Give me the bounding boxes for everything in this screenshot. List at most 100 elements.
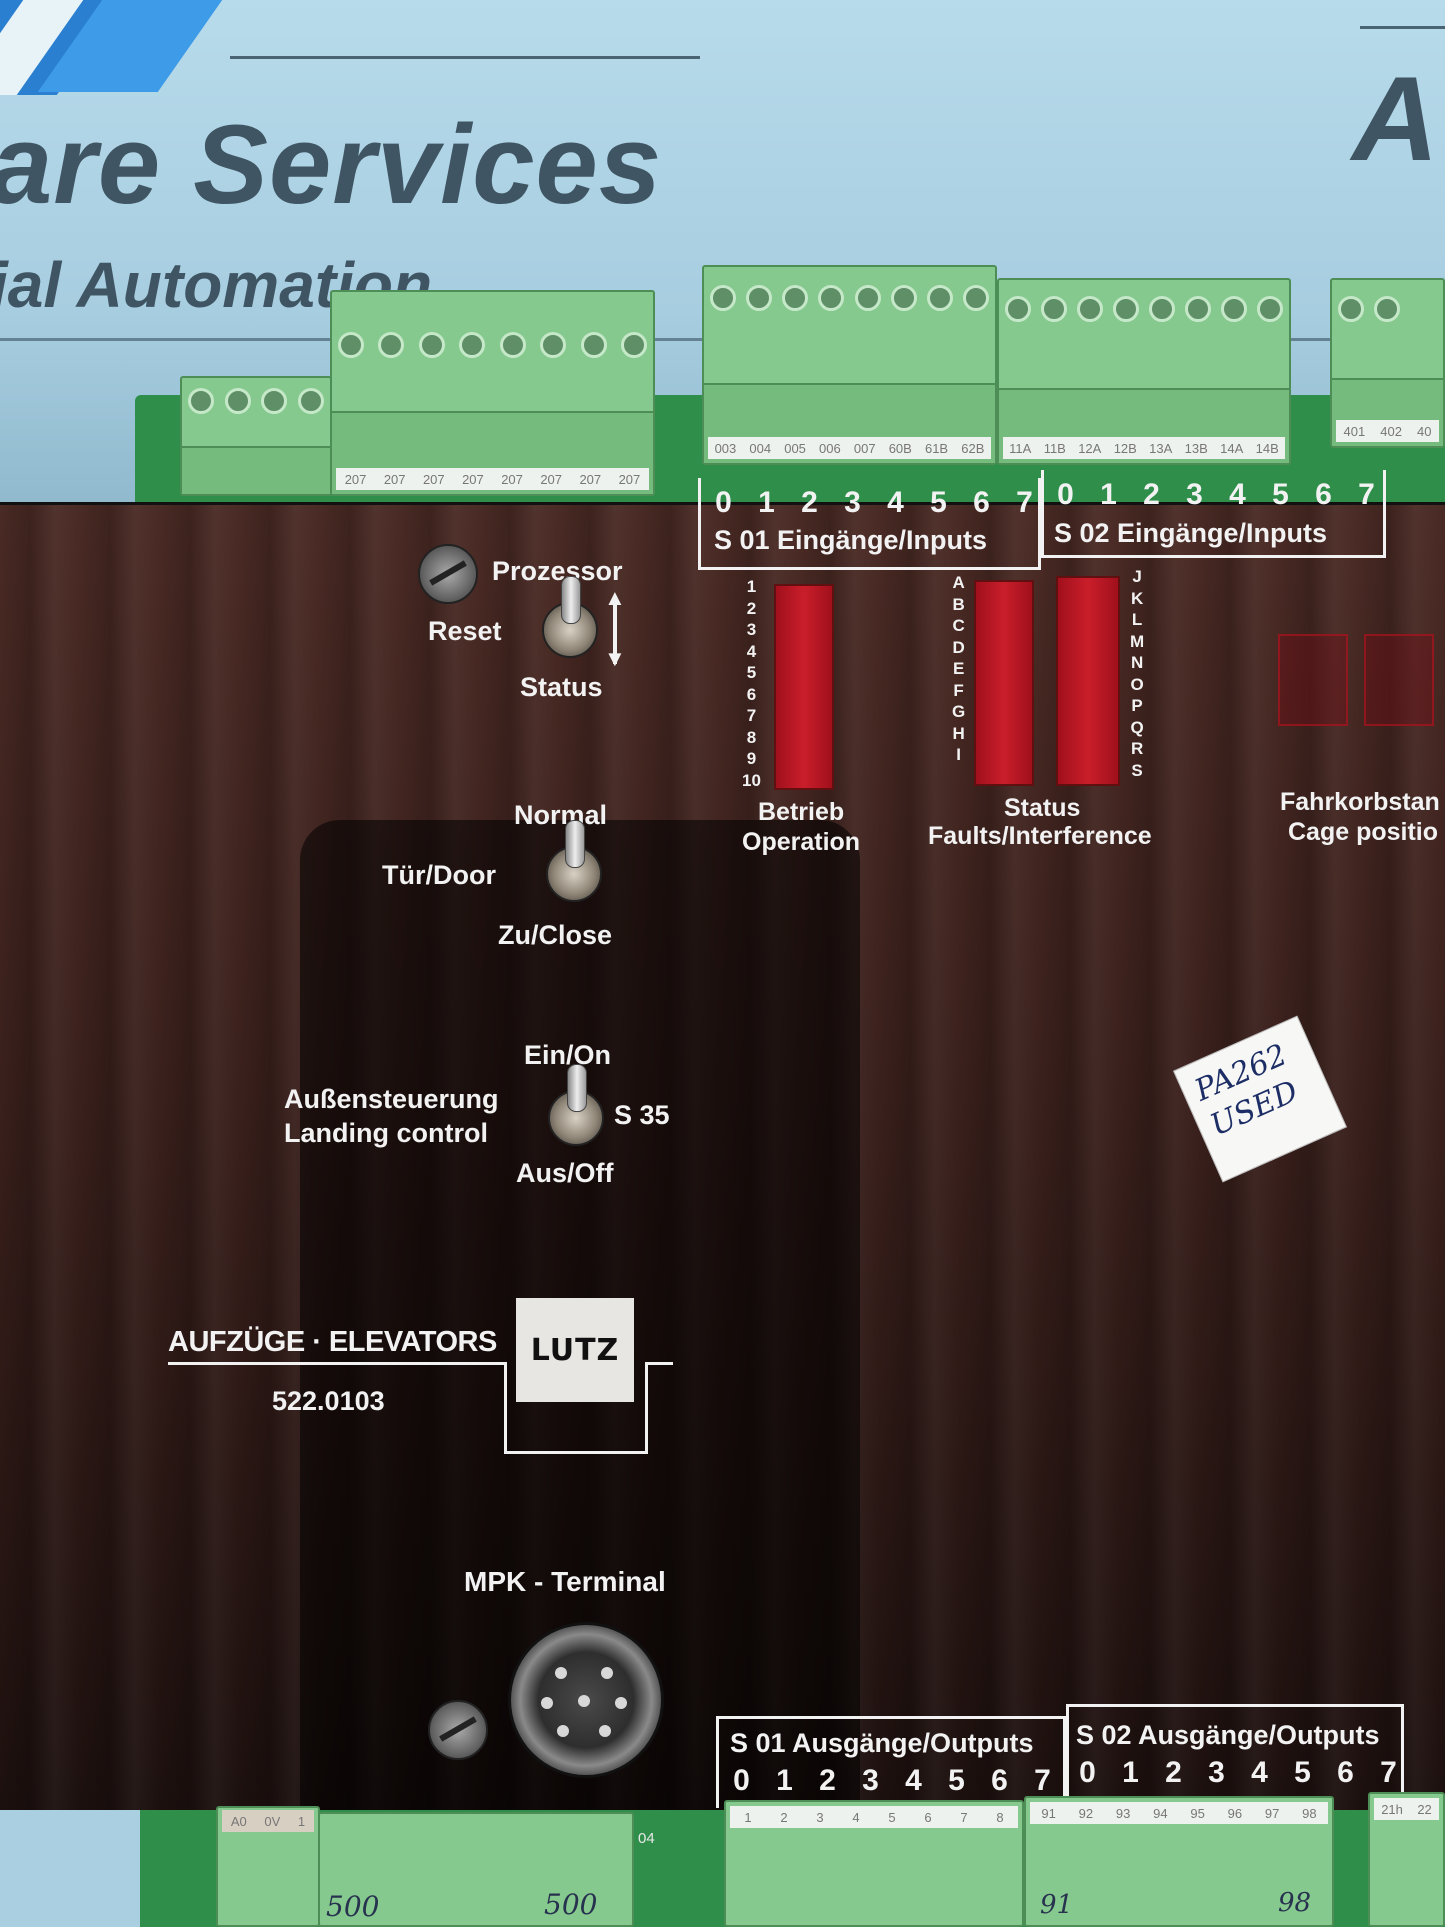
brand-rule-right xyxy=(645,1362,673,1365)
sign-right-letter: A xyxy=(1352,52,1439,186)
mpk-terminal-label: MPK - Terminal xyxy=(464,1566,666,1597)
screw-hole xyxy=(1374,296,1400,322)
landing-switch-label-de: Außensteuerung xyxy=(284,1084,499,1114)
reset-label: Reset xyxy=(428,616,502,646)
terminal-block-small[interactable] xyxy=(180,376,332,496)
cage-position-digit-1 xyxy=(1278,634,1348,726)
connector-pin xyxy=(557,1725,569,1737)
processor-reset-status-toggle[interactable] xyxy=(542,576,598,658)
screw-hole xyxy=(890,285,917,311)
connector-pin xyxy=(541,1697,553,1709)
landing-switch-bottom-label: Aus/Off xyxy=(516,1158,614,1188)
faults-led-bar-left xyxy=(974,580,1034,786)
screw-hole xyxy=(1257,296,1283,322)
screw-hole xyxy=(1113,296,1139,322)
door-switch-top-label: Normal xyxy=(514,800,608,830)
screw-hole xyxy=(297,388,324,414)
screw-hole xyxy=(1149,296,1175,322)
landing-control-toggle-s35[interactable] xyxy=(548,1064,604,1146)
product-label: AUFZÜGE · ELEVATORS xyxy=(168,1326,497,1358)
screw-hole xyxy=(926,285,953,311)
operation-led-bar xyxy=(774,584,834,790)
sign-rule-top-right xyxy=(1360,26,1445,29)
operation-label-de: Betrieb xyxy=(758,798,845,826)
handwritten-98: 98 xyxy=(1278,1888,1312,1918)
connector-pin xyxy=(615,1697,627,1709)
mpk-terminal-connector[interactable] xyxy=(508,1622,664,1778)
inputs-s02-label: S 02 Eingänge/Inputs xyxy=(1054,518,1328,548)
connector-pin xyxy=(578,1695,590,1707)
screw-hole xyxy=(499,332,526,358)
outputs-s01-label: S 01 Ausgänge/Outputs xyxy=(730,1728,1034,1758)
screw-hole xyxy=(1041,296,1067,322)
landing-switch-id: S 35 xyxy=(614,1100,670,1130)
screw-hole xyxy=(620,332,647,358)
arrow-head-down: ▼ xyxy=(604,646,626,671)
connector-pin xyxy=(555,1667,567,1679)
panel-screw xyxy=(428,1700,488,1760)
screw-hole xyxy=(261,388,288,414)
up-down-arrow-icon xyxy=(613,596,617,664)
logo-bracket-bottom xyxy=(504,1451,648,1454)
screw-hole xyxy=(710,285,736,311)
cage-position-label-de: Fahrkorbstan xyxy=(1280,788,1440,816)
screw-hole xyxy=(188,388,214,414)
faults-led-bar-right xyxy=(1056,576,1120,786)
processor-knob[interactable] xyxy=(418,544,478,604)
landing-switch-top-label: Ein/On xyxy=(524,1040,611,1070)
arrow-head-up: ▲ xyxy=(604,585,626,610)
screw-hole xyxy=(962,285,989,311)
screw-hole xyxy=(1185,296,1211,322)
operation-label-en: Operation xyxy=(742,828,861,856)
screw-hole xyxy=(1221,296,1247,322)
status-faults-label-en: Faults/Interference xyxy=(928,822,1152,850)
screw-hole xyxy=(782,285,809,311)
inputs-s01-label: S 01 Eingänge/Inputs xyxy=(714,525,988,555)
screw-hole xyxy=(854,285,881,311)
part-number: 522.0103 xyxy=(272,1386,385,1416)
logo-bracket-right xyxy=(645,1362,648,1454)
screw-hole xyxy=(338,332,364,358)
screw-hole xyxy=(540,332,567,358)
lutz-logo: LUTZ xyxy=(516,1298,634,1402)
handwritten-91: 91 xyxy=(1040,1890,1074,1920)
processor-title: Prozessor xyxy=(492,556,623,586)
outputs-s02-label: S 02 Ausgänge/Outputs xyxy=(1076,1720,1380,1750)
handwritten-500-right: 500 xyxy=(544,1888,598,1921)
screw-hole xyxy=(418,332,445,358)
landing-switch-label-en: Landing control xyxy=(284,1118,488,1148)
cage-position-label-en: Cage positio xyxy=(1288,818,1439,846)
handwritten-500-left: 500 xyxy=(326,1890,380,1923)
connector-pin xyxy=(601,1667,613,1679)
door-toggle-switch[interactable] xyxy=(546,820,602,902)
terminal-block-bottom-500[interactable]: 500 500 xyxy=(318,1812,634,1927)
cage-position-digit-2 xyxy=(1364,634,1434,726)
brand-rule-left xyxy=(168,1362,504,1365)
sign-rule-top xyxy=(230,56,700,59)
connector-pin xyxy=(599,1725,611,1737)
inputs-s02-frame xyxy=(1041,470,1386,558)
outputs-s02-frame xyxy=(1066,1704,1404,1808)
terminal-marker-04: 04 xyxy=(638,1830,655,1847)
screw-hole xyxy=(1077,296,1103,322)
